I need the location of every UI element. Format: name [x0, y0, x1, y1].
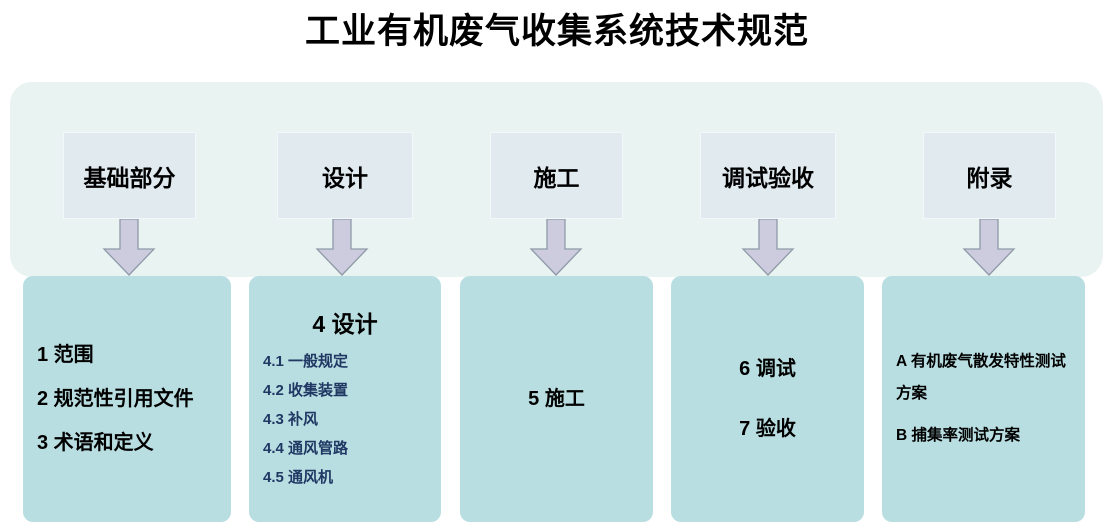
- stage-label: 附录: [966, 164, 1013, 191]
- arrow-down-icon: [315, 219, 369, 277]
- content-box-design[interactable]: 4 设计 4.1 一般规定 4.2 收集装置 4.3 补风 4.4 通风管路 4…: [249, 276, 441, 522]
- sub-item-list: 4.1 一般规定 4.2 收集装置 4.3 补风 4.4 通风管路 4.5 通风…: [263, 347, 427, 492]
- list-item: 6 调试: [739, 358, 796, 380]
- list-item: 4.1 一般规定: [263, 352, 349, 370]
- list-item: 1 范围: [37, 344, 94, 366]
- list-item: B 捕集率测试方案: [896, 427, 1021, 444]
- spacer: [685, 394, 850, 404]
- stage-box-foundation[interactable]: 基础部分: [63, 132, 196, 219]
- arrow-down-icon: [962, 219, 1016, 277]
- arrow-down-icon: [741, 219, 795, 277]
- stage-box-commissioning-acceptance[interactable]: 调试验收: [700, 132, 836, 219]
- stage-label: 施工: [533, 164, 580, 191]
- list-item: 3 术语和定义: [37, 432, 154, 454]
- arrow-down-icon: [529, 219, 583, 277]
- content-box-commissioning-acceptance[interactable]: 6 调试 7 验收: [671, 276, 864, 522]
- list-item: 2 规范性引用文件: [37, 388, 194, 410]
- list-item: 4.3 补风: [263, 410, 319, 428]
- content-box-construction[interactable]: 5 施工: [460, 276, 653, 522]
- list-item: 4.5 通风机: [263, 468, 334, 486]
- spacer: [896, 410, 1071, 420]
- list-item: 4.2 收集装置: [263, 381, 349, 399]
- page-title: 工业有机废气收集系统技术规范: [304, 12, 809, 51]
- stage-box-construction[interactable]: 施工: [490, 132, 623, 219]
- list-item: 4.4 通风管路: [263, 439, 349, 457]
- list-item: 7 验收: [739, 418, 796, 440]
- arrow-down-icon: [102, 219, 156, 277]
- list-item: A 有机废气散发特性测试方案: [896, 353, 1066, 402]
- stage-label: 设计: [322, 164, 368, 191]
- section-heading: 4 设计: [312, 310, 378, 337]
- stage-label: 基础部分: [83, 164, 176, 191]
- stage-box-design[interactable]: 设计: [277, 132, 413, 219]
- list-item: 5 施工: [528, 388, 585, 410]
- content-box-appendix[interactable]: A 有机废气散发特性测试方案 B 捕集率测试方案: [882, 276, 1085, 522]
- stage-box-appendix[interactable]: 附录: [923, 132, 1056, 219]
- content-box-foundation[interactable]: 1 范围 2 规范性引用文件 3 术语和定义: [23, 276, 231, 522]
- stage-label: 调试验收: [722, 164, 814, 191]
